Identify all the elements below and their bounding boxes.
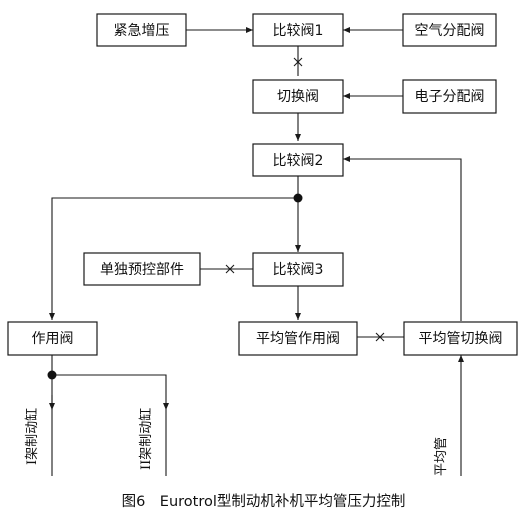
svg-text:比较阀3: 比较阀3 [273,262,324,278]
junction-dot-upper [293,193,303,203]
svg-text:比较阀2: 比较阀2 [273,153,324,169]
box-compare-valve-2: 比较阀2 [252,143,344,177]
label-bogie-1-brake-cylinder: I架制动缸 [24,408,40,465]
svg-text:紧急增压: 紧急增压 [114,23,170,39]
svg-text:单独预控部件: 单独预控部件 [100,262,184,278]
label-equalizing-pipe: 平均管 [434,437,449,476]
box-air-distribution-valve: 空气分配阀 [402,13,497,47]
box-emergency-boost: 紧急增压 [96,13,187,47]
box-compare-valve-1: 比较阀1 [252,13,344,47]
svg-text:比较阀1: 比较阀1 [273,23,324,39]
junction-dot-lower [47,370,57,380]
blocked-mark-2 [225,264,235,274]
connector-lines [49,27,464,476]
svg-text:作用阀: 作用阀 [32,331,74,347]
box-equalizing-pipe-action-valve: 平均管作用阀 [238,321,358,356]
figure-caption: 图6 Eurotrol型制动机补机平均管压力控制 [121,494,406,510]
label-bogie-2-brake-cylinder: II架制动缸 [138,408,154,470]
svg-text:电子分配阀: 电子分配阀 [415,89,485,105]
box-compare-valve-3: 比较阀3 [252,252,344,287]
box-electronic-distribution-valve: 电子分配阀 [402,79,497,114]
box-independent-control: 单独预控部件 [83,252,201,286]
svg-text:平均管切换阀: 平均管切换阀 [419,330,503,347]
blocked-mark-1 [293,57,303,67]
svg-text:空气分配阀: 空气分配阀 [415,23,485,39]
svg-text:平均管作用阀: 平均管作用阀 [256,331,340,347]
box-action-valve: 作用阀 [7,321,98,356]
box-equalizing-pipe-switch-valve: 平均管切换阀 [403,321,518,356]
blocked-mark-3 [375,332,385,342]
svg-text:切换阀: 切换阀 [277,88,319,105]
box-switch-valve: 切换阀 [252,79,344,114]
